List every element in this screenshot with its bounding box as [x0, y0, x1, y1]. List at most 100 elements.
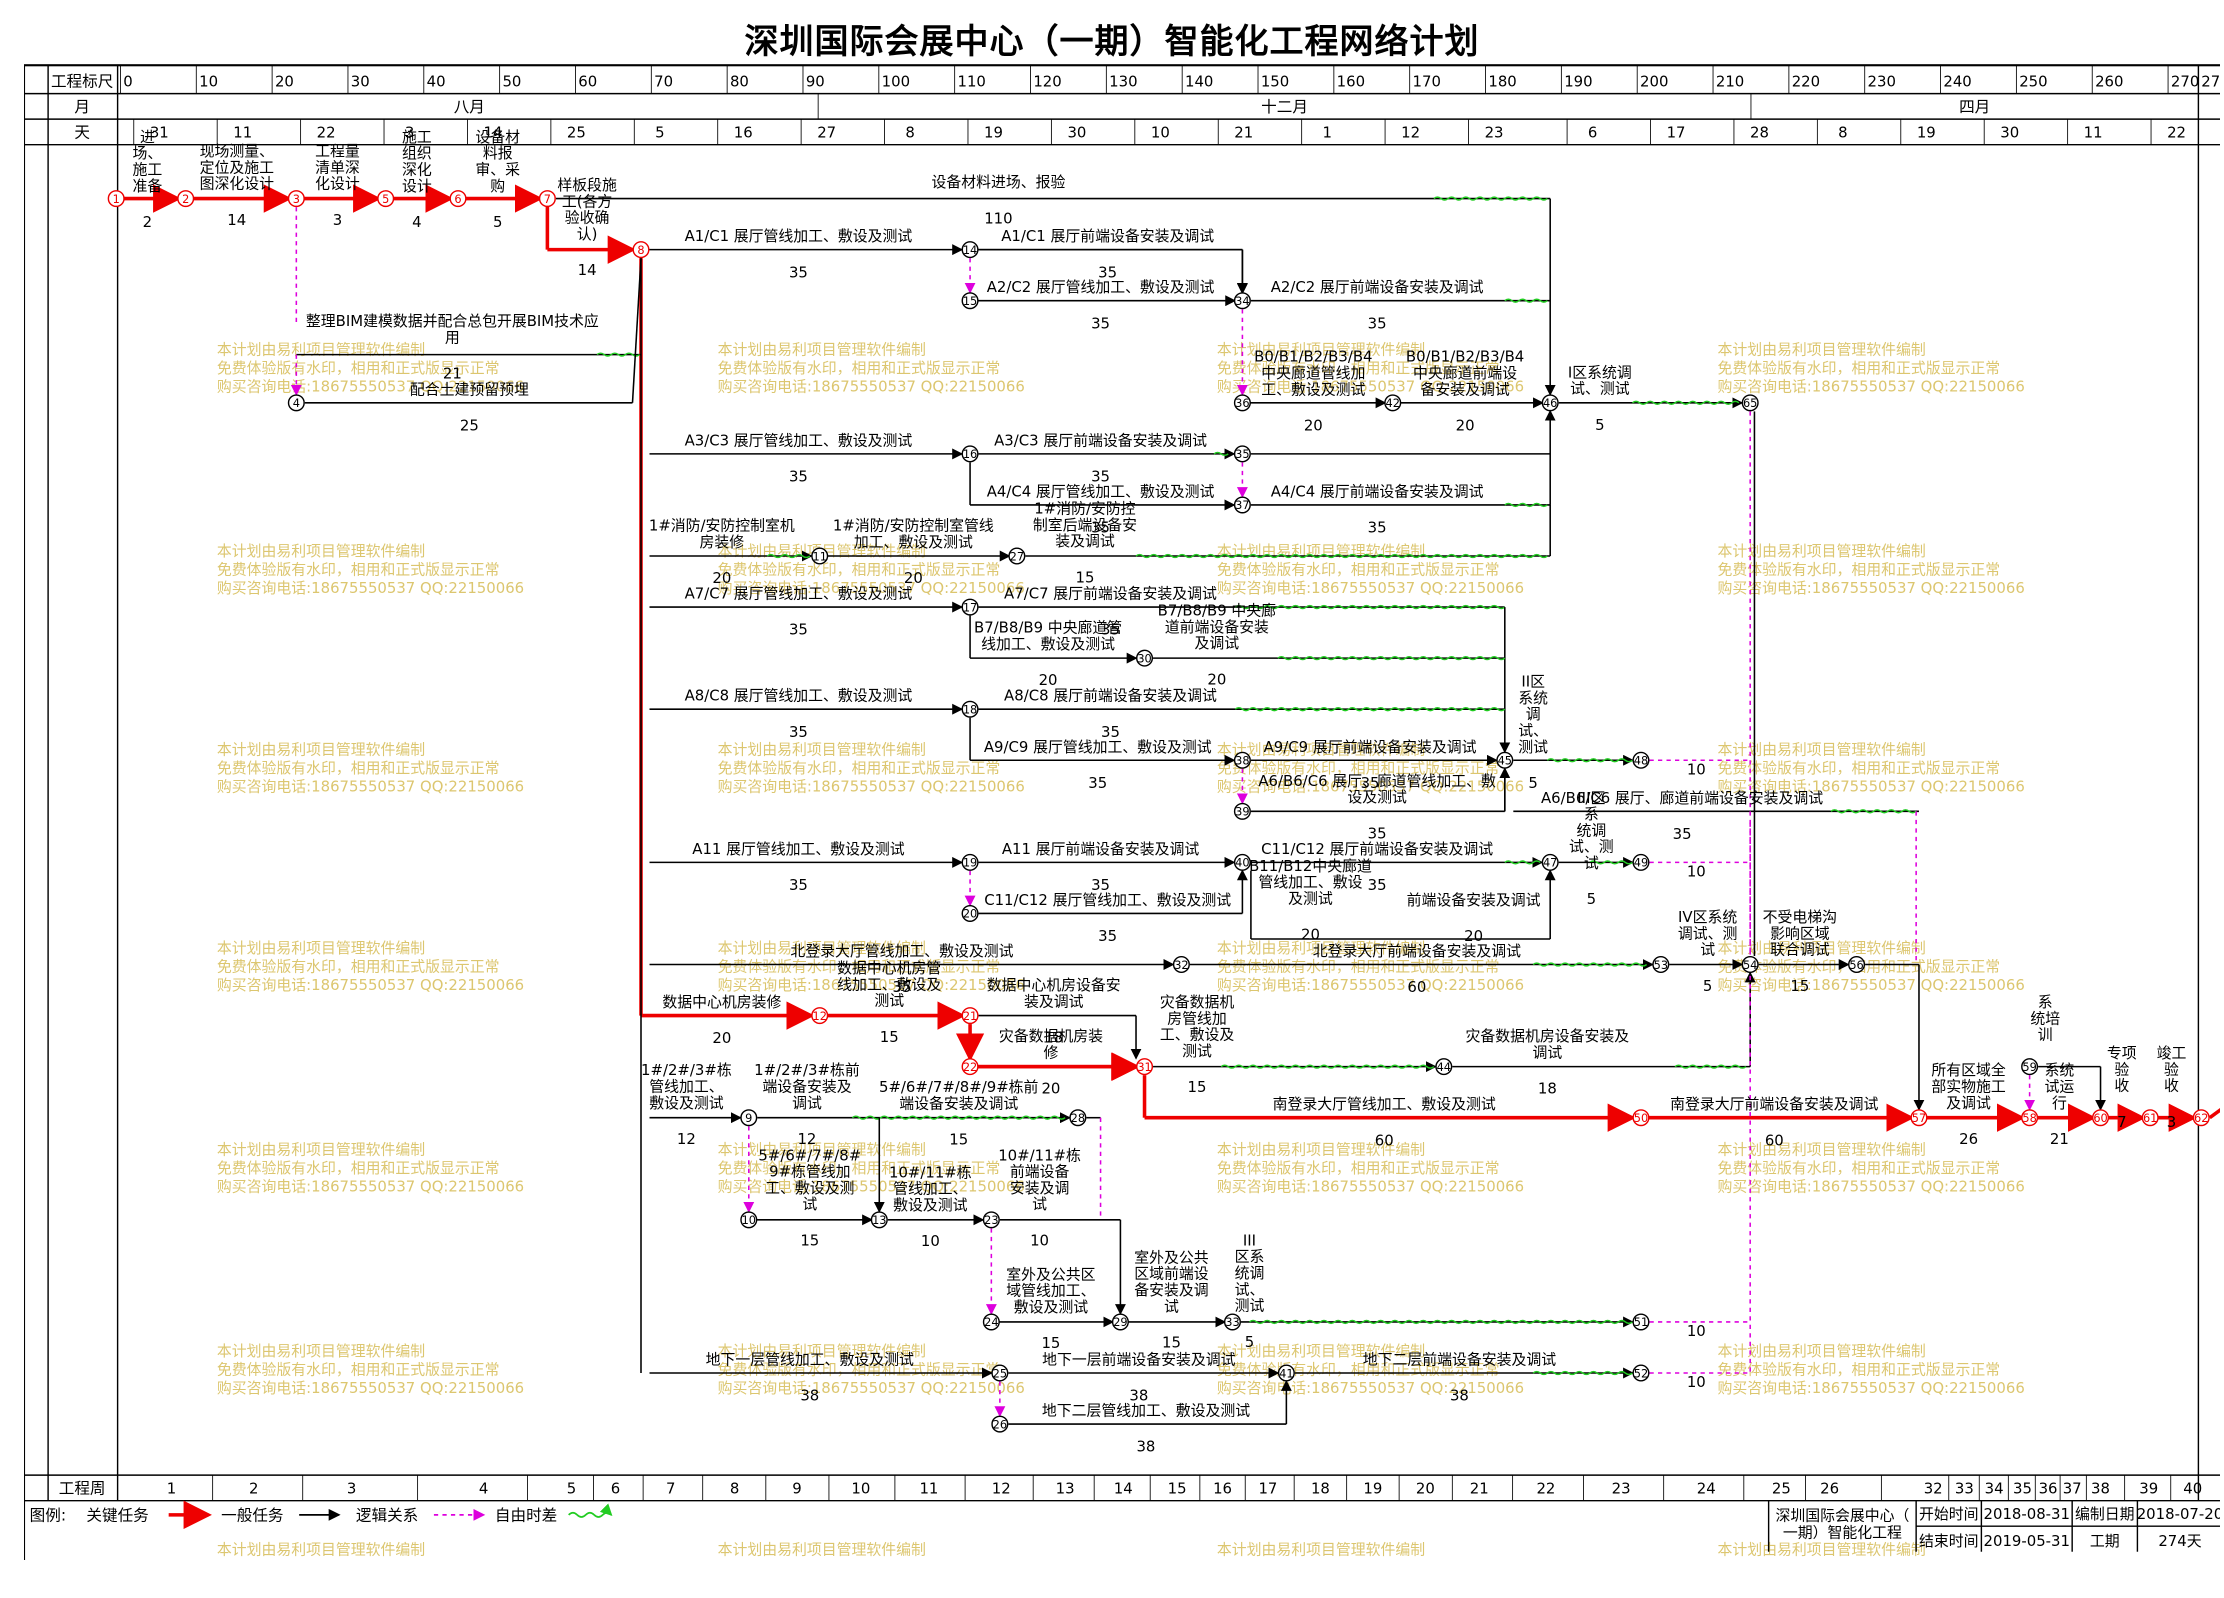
task-name: 数据中心机房管	[837, 959, 941, 977]
week-cell: 11	[919, 1480, 938, 1498]
float-duration: 10	[1687, 1373, 1706, 1391]
task-name: III	[1243, 1231, 1256, 1249]
task-name: C11/C12 展厅前端设备安装及调试	[1261, 840, 1493, 858]
task-duration: 20	[1039, 671, 1058, 689]
scale-tick-label: 260	[2095, 73, 2123, 91]
watermark: 本计划由易利项目管理软件编制免费体验版有水印，相用和正式版显示正常购买咨询电话:…	[217, 1141, 524, 1196]
event-node-4: 4	[287, 394, 305, 412]
week-cell: 33	[1955, 1480, 1974, 1498]
task-name: A9/C9 展厅前端设备安装及调试	[1264, 738, 1477, 756]
task-duration: 10	[921, 1232, 940, 1250]
task-duration: 15	[1041, 1334, 1060, 1352]
task-name: 审、采	[475, 160, 520, 178]
svg-text:免费体验版有水印，相用和正式版显示正常: 免费体验版有水印，相用和正式版显示正常	[1217, 1159, 1500, 1177]
week-cell: 16	[1213, 1480, 1232, 1498]
task-name: 行	[2052, 1094, 2067, 1112]
task-duration: 5	[1703, 977, 1712, 995]
task-name: 所有区域全	[1931, 1061, 2005, 1079]
svg-text:7: 7	[544, 192, 551, 206]
task-name: 灾备数据机	[1160, 993, 1234, 1011]
watermark: 本计划由易利项目管理软件编制免费体验版有水印，相用和正式版显示正常购买咨询电话:…	[718, 1541, 1001, 1560]
svg-text:免费体验版有水印，相用和正式版显示正常: 免费体验版有水印，相用和正式版显示正常	[217, 359, 500, 377]
task-name: 加工、敷设及测试	[854, 533, 973, 551]
watermark: 本计划由易利项目管理软件编制免费体验版有水印，相用和正式版显示正常购买咨询电话:…	[1718, 1141, 2025, 1196]
task-name: 测试	[1518, 738, 1548, 756]
event-node-8: 8	[632, 241, 650, 259]
svg-text:5: 5	[382, 192, 389, 206]
task-duration: 35	[789, 621, 808, 639]
svg-text:46: 46	[1543, 396, 1557, 410]
task-name: 及测试	[1288, 890, 1333, 908]
event-node-24: 24	[982, 1313, 1000, 1331]
task-duration: 38	[1136, 1438, 1155, 1456]
task-name: 验	[2164, 1060, 2179, 1078]
svg-text:本计划由易利项目管理软件编制: 本计划由易利项目管理软件编制	[1217, 1342, 1425, 1360]
task-name: 进	[140, 128, 155, 146]
task-name: A11 展厅前端设备安装及调试	[1002, 840, 1200, 858]
task-duration: 26	[1959, 1130, 1978, 1148]
svg-text:免费体验版有水印，相用和正式版显示正常: 免费体验版有水印，相用和正式版显示正常	[217, 759, 500, 777]
scale-tick-label: 160	[1337, 73, 1365, 91]
task-name: 测试	[1235, 1297, 1265, 1315]
task-name: 数据中心机房设备安	[987, 976, 1121, 994]
task-duration: 20	[1207, 670, 1226, 688]
svg-text:购买咨询电话:18675550537 QQ:22150066: 购买咨询电话:18675550537 QQ:22150066	[1718, 1177, 2025, 1195]
task-name: A7/C7 展厅前端设备安装及调试	[1004, 585, 1217, 603]
task-name: 10#/11#栋	[889, 1163, 972, 1181]
svg-text:37: 37	[1235, 498, 1249, 512]
task-duration: 38	[1129, 1387, 1148, 1405]
week-cell: 1	[167, 1480, 176, 1498]
month-label-cell: 四月	[1959, 98, 1990, 116]
svg-text:免费体验版有水印，相用和正式版显示正常: 免费体验版有水印，相用和正式版显示正常	[1718, 359, 2001, 377]
task-name: 5#/6#/7#/8#/9#栋前	[879, 1078, 1039, 1096]
task-name: 线加工、敷设及测试	[981, 635, 1115, 653]
day-cell: 21	[1234, 124, 1253, 142]
svg-text:39: 39	[1235, 805, 1249, 819]
event-node-39: 39	[1233, 802, 1251, 820]
event-node-16: 16	[961, 445, 979, 463]
svg-text:53: 53	[1654, 958, 1668, 972]
task-name: A3/C3 展厅管线加工、敷设及测试	[685, 431, 913, 449]
task-name: 联合调试	[1770, 941, 1830, 959]
task-duration: 20	[712, 569, 731, 587]
task-name: 前端设备安装及调试	[1407, 891, 1541, 909]
task-duration: 4	[412, 213, 421, 231]
task-duration: 7	[2117, 1113, 2126, 1131]
event-node-49: 49	[1632, 853, 1650, 871]
day-cell: 19	[1917, 124, 1936, 142]
svg-text:58: 58	[2022, 1111, 2036, 1125]
day-cell: 14	[484, 124, 503, 142]
scale-tick-label: 220	[1792, 73, 1820, 91]
svg-text:本计划由易利项目管理软件编制: 本计划由易利项目管理软件编制	[217, 341, 425, 359]
task-name: 统调	[1576, 821, 1606, 839]
svg-text:28: 28	[1071, 1111, 1085, 1125]
task-name: 制室后端设备安	[1033, 516, 1137, 534]
watermark: 本计划由易利项目管理软件编制免费体验版有水印，相用和正式版显示正常购买咨询电话:…	[718, 1342, 1025, 1397]
task-duration: 15	[1162, 1333, 1181, 1351]
free-float-line	[1504, 860, 1541, 865]
task-duration: 2	[143, 213, 152, 231]
task-name: 系统	[1518, 689, 1548, 707]
event-node-19: 19	[961, 853, 979, 871]
event-node-60: 60	[2092, 1109, 2110, 1127]
event-node-62: 62	[2192, 1109, 2210, 1127]
free-float-line	[1234, 604, 1506, 610]
event-node-23: 23	[982, 1211, 1000, 1229]
watermark: 本计划由易利项目管理软件编制免费体验版有水印，相用和正式版显示正常购买咨询电话:…	[217, 939, 524, 994]
svg-text:免费体验版有水印，相用和正式版显示正常: 免费体验版有水印，相用和正式版显示正常	[217, 958, 500, 976]
task-name: 敷设及测试	[1014, 1298, 1088, 1316]
event-node-18: 18	[961, 700, 979, 718]
free-float-line	[1546, 758, 1633, 763]
day-cell: 30	[2000, 124, 2019, 142]
legend-label: 图例:	[30, 1507, 66, 1525]
day-cell: 8	[1838, 124, 1847, 142]
task-duration: 5	[1245, 1333, 1254, 1351]
event-node-15: 15	[961, 292, 979, 310]
